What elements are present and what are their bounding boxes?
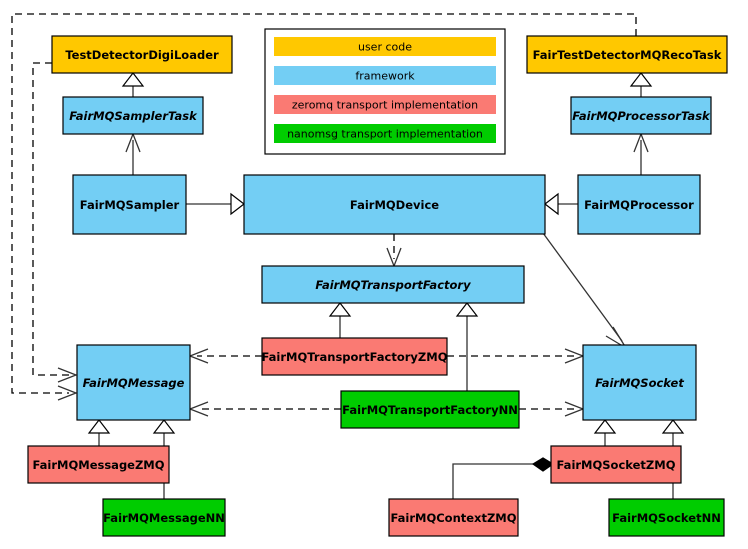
class-box-FairMQTransportFactoryNN[interactable] bbox=[340, 390, 520, 429]
class-label-FairMQSampler: FairMQSampler bbox=[80, 198, 180, 212]
arrowhead-factoryzmq-to-transportfactory bbox=[328, 302, 352, 317]
arrowhead-recotask-to-message bbox=[57, 385, 78, 401]
class-node-FairMQProcessor[interactable]: FairMQProcessor bbox=[577, 174, 701, 235]
class-node-FairMQSocketZMQ[interactable]: FairMQSocketZMQ bbox=[550, 445, 682, 484]
class-node-FairMQMessageZMQ[interactable]: FairMQMessageZMQ bbox=[27, 445, 170, 484]
arrowhead-processor-to-device bbox=[544, 192, 559, 216]
legend-item-0: user code bbox=[274, 37, 496, 56]
legend-items: user code framework zeromq transport imple… bbox=[274, 37, 496, 143]
diamond-contextzmq-to-socketzmq bbox=[531, 457, 555, 472]
class-box-FairMQMessage[interactable] bbox=[76, 344, 191, 421]
class-box-FairMQSocket[interactable] bbox=[582, 344, 697, 421]
class-box-FairMQContextZMQ[interactable] bbox=[388, 498, 519, 537]
arrowhead-sampler-to-device bbox=[230, 192, 245, 216]
class-node-FairTestDetectorMQRecoTask[interactable]: FairTestDetectorMQRecoTask bbox=[526, 35, 728, 74]
legend-item-3: nanomsg transport implementation bbox=[274, 124, 496, 143]
class-label-FairMQMessageZMQ: FairMQMessageZMQ bbox=[32, 458, 164, 472]
class-box-FairMQSamplerTask[interactable] bbox=[62, 96, 204, 135]
arrowhead-messagenn-to-message bbox=[152, 419, 176, 434]
arrowhead-digiloader-to-message bbox=[57, 367, 78, 383]
class-box-FairTestDetectorMQRecoTask[interactable] bbox=[526, 35, 728, 74]
legend-label-2: zeromq transport implementation bbox=[292, 99, 478, 112]
class-box-FairMQDevice[interactable] bbox=[243, 174, 546, 235]
class-label-FairMQProcessor: FairMQProcessor bbox=[584, 198, 694, 212]
class-box-FairMQSampler[interactable] bbox=[72, 174, 187, 235]
class-node-FairMQTransportFactory[interactable]: FairMQTransportFactory bbox=[261, 265, 525, 304]
legend-item-2: zeromq transport implementation bbox=[274, 95, 496, 114]
class-box-FairMQTransportFactoryZMQ[interactable] bbox=[261, 337, 448, 376]
class-node-FairMQSocket[interactable]: FairMQSocket bbox=[582, 344, 697, 421]
class-label-FairMQTransportFactoryZMQ: FairMQTransportFactoryZMQ bbox=[261, 350, 447, 364]
class-label-FairMQSocket: FairMQSocket bbox=[595, 376, 684, 390]
legend-swatch-2 bbox=[274, 95, 496, 114]
class-node-TestDetectorDigiLoader[interactable]: TestDetectorDigiLoader bbox=[51, 35, 233, 74]
arrowhead-samplertask-to-digiloader bbox=[121, 72, 145, 87]
legend-swatch-1 bbox=[274, 66, 496, 85]
edge-digiloader-to-message bbox=[32, 62, 69, 376]
arrowhead-socketzmq-to-socket bbox=[593, 419, 617, 434]
legend-swatch-3 bbox=[274, 124, 496, 143]
class-node-FairMQContextZMQ[interactable]: FairMQContextZMQ bbox=[388, 498, 519, 537]
edge-group-longrange bbox=[11, 13, 637, 417]
legend-item-1: framework bbox=[274, 66, 496, 85]
class-label-FairMQMessage: FairMQMessage bbox=[83, 376, 185, 390]
class-label-FairMQSocketNN: FairMQSocketNN bbox=[612, 511, 721, 525]
class-node-FairMQSamplerTask[interactable]: FairMQSamplerTask bbox=[62, 96, 204, 135]
arrowhead-socketnn-to-socket bbox=[661, 419, 685, 434]
class-node-FairMQSocketNN[interactable]: FairMQSocketNN bbox=[608, 498, 725, 537]
class-box-TestDetectorDigiLoader[interactable] bbox=[51, 35, 233, 74]
class-label-FairMQMessageNN: FairMQMessageNN bbox=[103, 511, 225, 525]
class-box-FairMQProcessor[interactable] bbox=[577, 174, 701, 235]
class-box-FairMQMessageZMQ[interactable] bbox=[27, 445, 170, 484]
legend-label-1: framework bbox=[355, 70, 415, 83]
class-label-FairMQProcessorTask: FairMQProcessorTask bbox=[572, 109, 711, 123]
class-label-TestDetectorDigiLoader: TestDetectorDigiLoader bbox=[65, 48, 219, 62]
class-label-FairMQTransportFactoryNN: FairMQTransportFactoryNN bbox=[342, 403, 518, 417]
class-node-FairMQProcessorTask[interactable]: FairMQProcessorTask bbox=[570, 96, 712, 135]
class-node-FairMQMessageNN[interactable]: FairMQMessageNN bbox=[102, 498, 226, 537]
class-node-FairMQTransportFactoryZMQ[interactable]: FairMQTransportFactoryZMQ bbox=[261, 337, 448, 376]
class-box-FairMQSocketNN[interactable] bbox=[608, 498, 725, 537]
class-box-FairMQMessageNN[interactable] bbox=[102, 498, 226, 537]
arrowhead-messagezmq-to-message bbox=[87, 419, 111, 434]
legend-label-0: user code bbox=[358, 41, 412, 54]
legend-swatch-0 bbox=[274, 37, 496, 56]
class-node-FairMQTransportFactoryNN[interactable]: FairMQTransportFactoryNN bbox=[340, 390, 520, 429]
class-box-FairMQTransportFactory[interactable] bbox=[261, 265, 525, 304]
arrowhead-processortask-to-recotask bbox=[629, 72, 653, 87]
legend: user code framework zeromq transport imple… bbox=[264, 28, 506, 155]
class-label-FairTestDetectorMQRecoTask: FairTestDetectorMQRecoTask bbox=[533, 48, 722, 62]
class-node-FairMQSampler[interactable]: FairMQSampler bbox=[72, 174, 187, 235]
class-node-FairMQDevice[interactable]: FairMQDevice bbox=[243, 174, 546, 235]
legend-label-3: nanomsg transport implementation bbox=[287, 128, 483, 141]
edge-contextzmq-to-socketzmq bbox=[452, 463, 533, 499]
class-label-FairMQTransportFactory: FairMQTransportFactory bbox=[315, 278, 471, 292]
node-group: TestDetectorDigiLoader FairTestDetectorMQ… bbox=[27, 35, 728, 537]
class-label-FairMQSamplerTask: FairMQSamplerTask bbox=[69, 109, 198, 123]
class-label-FairMQContextZMQ: FairMQContextZMQ bbox=[390, 511, 516, 525]
class-box-FairMQProcessorTask[interactable] bbox=[570, 96, 712, 135]
class-node-FairMQMessage[interactable]: FairMQMessage bbox=[76, 344, 191, 421]
edge-device-to-socket bbox=[542, 232, 623, 342]
class-box-FairMQSocketZMQ[interactable] bbox=[550, 445, 682, 484]
class-label-FairMQDevice: FairMQDevice bbox=[350, 198, 439, 212]
arrowhead-factorynn-to-transportfactory bbox=[455, 302, 479, 317]
edge-recotask-to-message bbox=[11, 13, 637, 394]
class-label-FairMQSocketZMQ: FairMQSocketZMQ bbox=[557, 458, 676, 472]
